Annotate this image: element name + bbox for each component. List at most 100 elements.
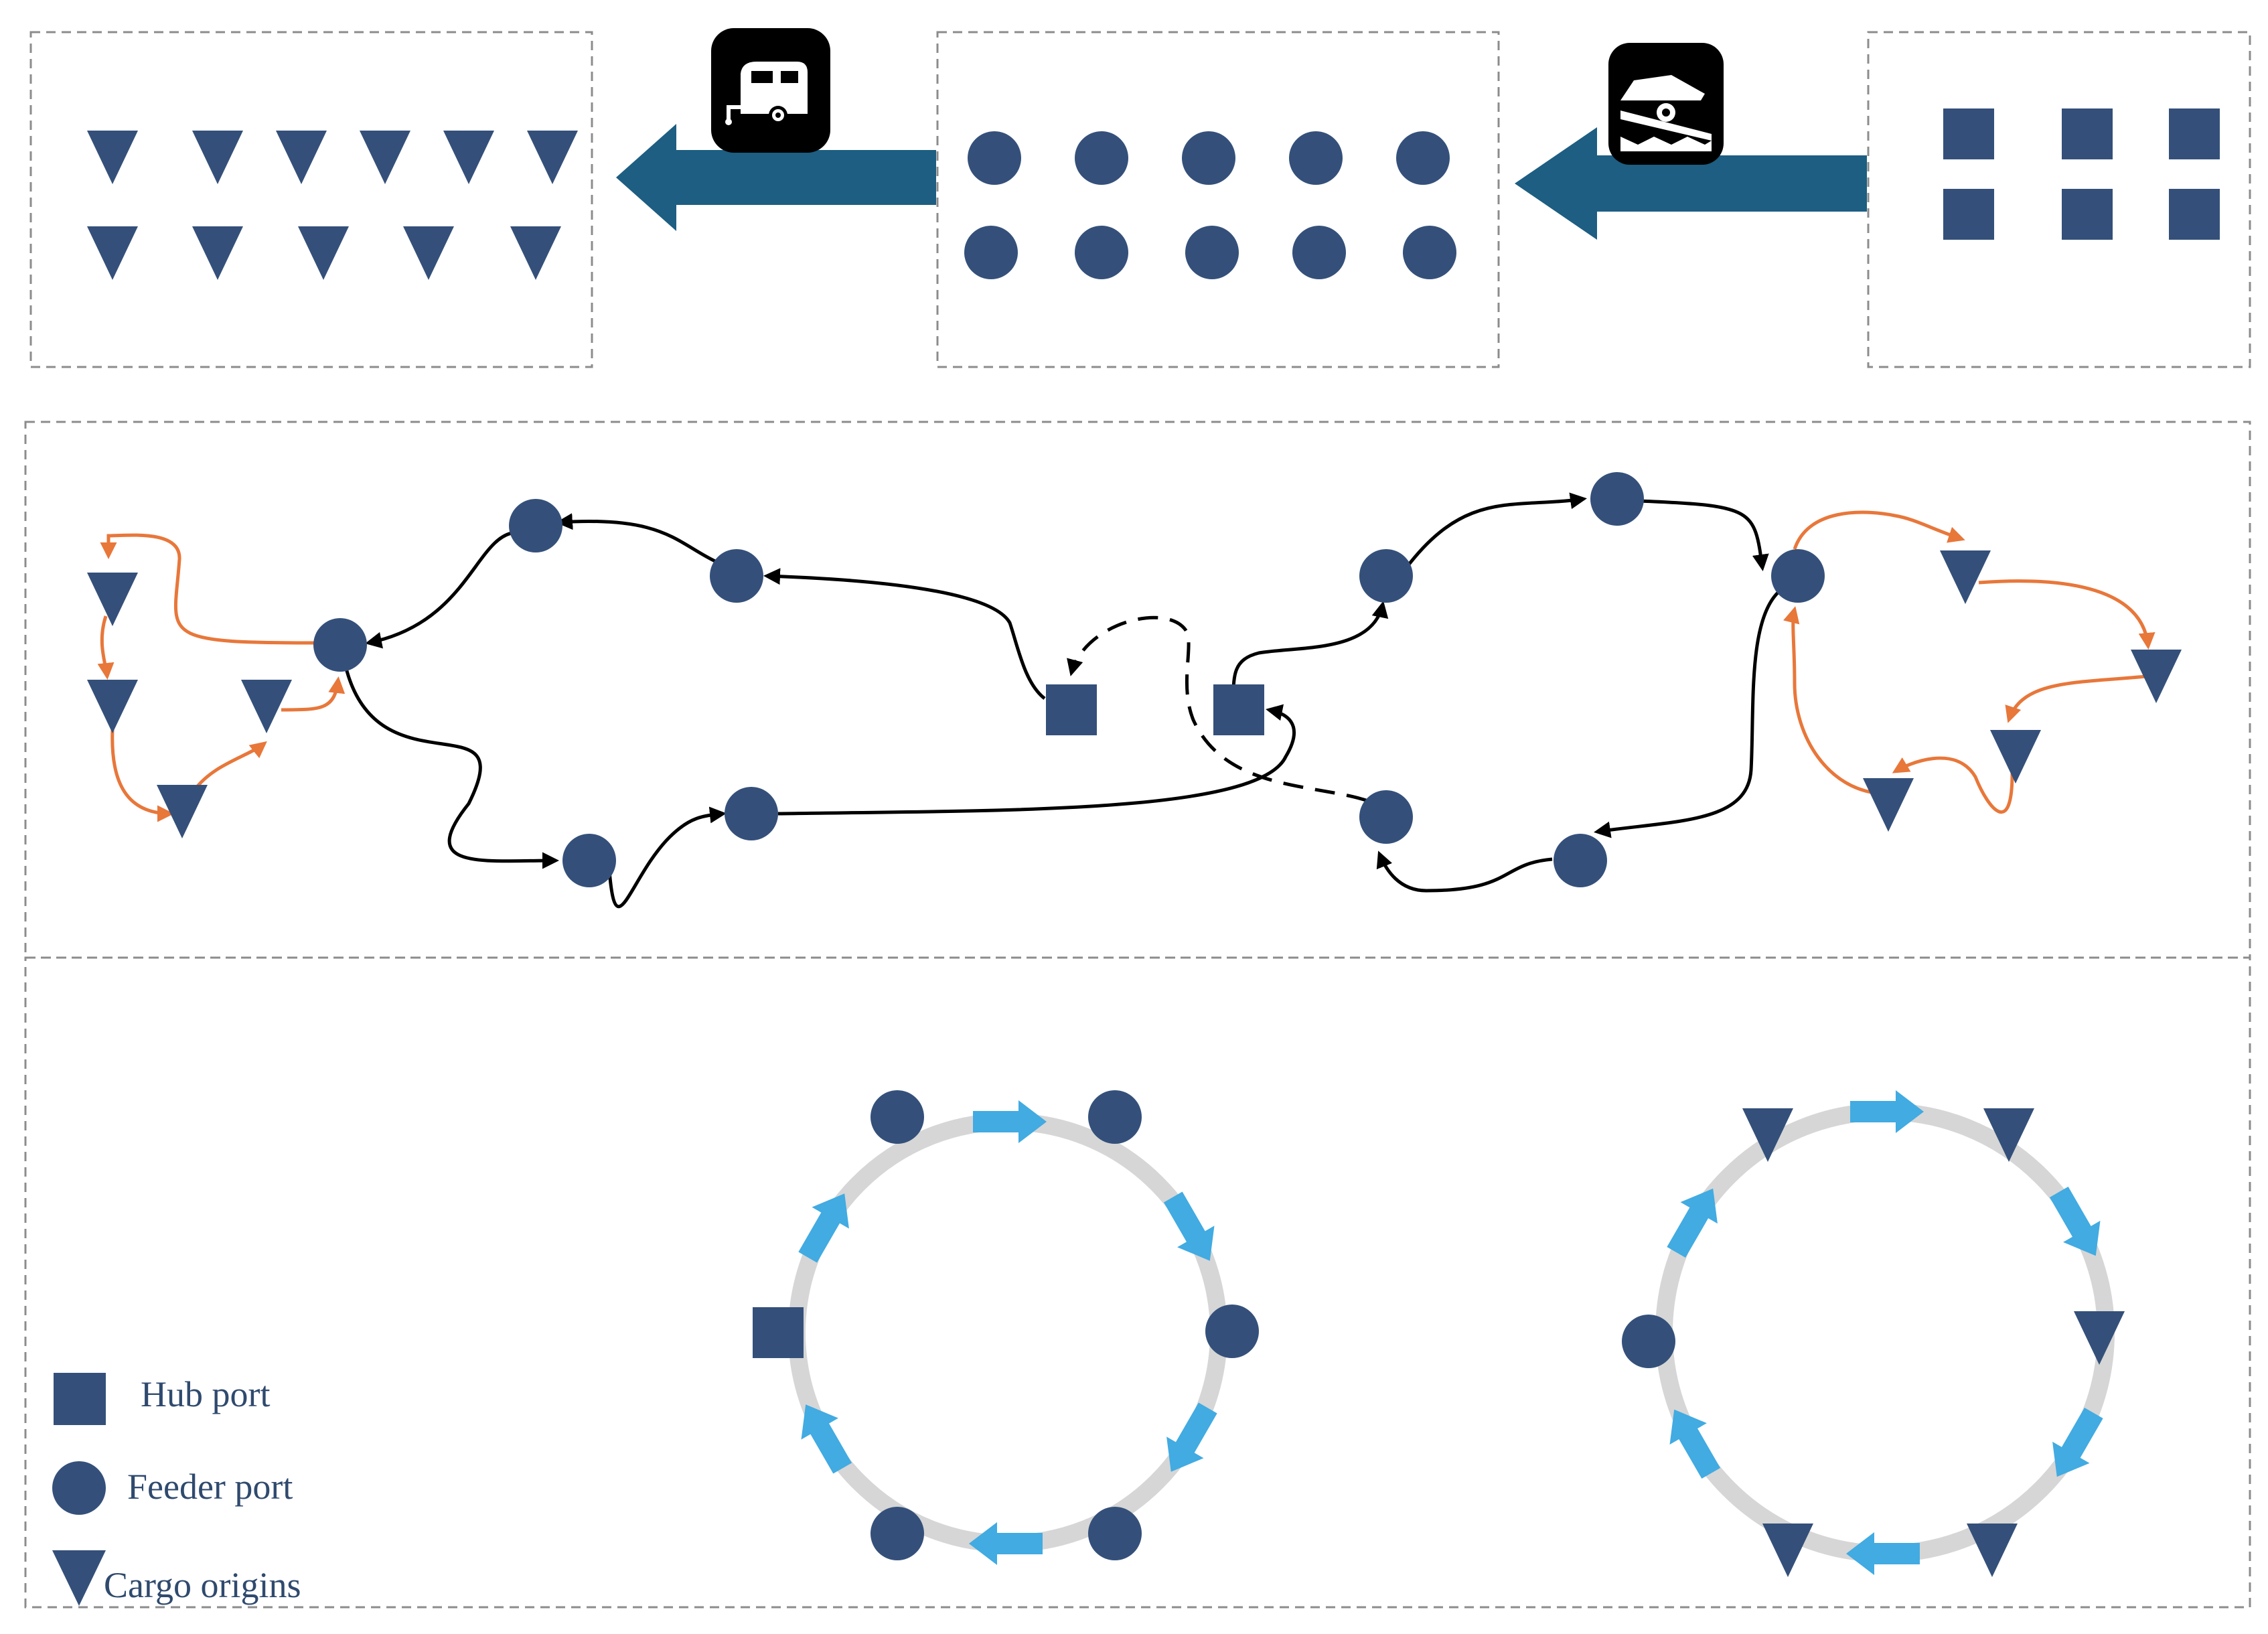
cargo-origin-marker [276, 131, 327, 184]
hub-port-marker [1943, 189, 1994, 240]
feeder-port [1359, 549, 1413, 603]
ring-direction-arrow-shape [801, 1404, 852, 1474]
route-edge [763, 568, 1046, 700]
feeder-port [710, 549, 763, 603]
feeder-port-marker [1075, 131, 1128, 185]
cargo-edge [193, 741, 267, 792]
cargo-origin [1983, 1108, 2034, 1162]
cargo-edge [110, 729, 174, 822]
route-edge [607, 806, 727, 909]
hub-ports-box [1867, 31, 2251, 368]
cargo-edge [1793, 510, 1965, 550]
hub-port-symbol [54, 1373, 106, 1425]
cargo-origin [1990, 730, 2041, 784]
hub-ports-group [1943, 108, 2220, 240]
hub-port-marker [2062, 108, 2113, 159]
ring-left [753, 1090, 1259, 1565]
cargo-edge [97, 615, 115, 680]
top-row [29, 28, 2251, 368]
legend-feeder-port-label: Feeder port [127, 1467, 293, 1507]
cargo-edge [281, 676, 346, 712]
cargo-origin-marker [298, 226, 349, 280]
ring-direction-arrow-shape [1166, 1402, 1217, 1472]
feeder-port-marker [1182, 131, 1235, 185]
feeder-port [509, 499, 562, 552]
ring-direction-arrow-shape [2049, 1186, 2101, 1256]
feeder-port-marker [968, 131, 1021, 185]
ring-direction-arrow-shape [798, 1193, 849, 1263]
feeder-port [1205, 1305, 1259, 1358]
cargo-edge [1978, 579, 2156, 650]
legend: Hub port Feeder port Cargo origins [52, 1373, 301, 1606]
cargo-origin [1762, 1524, 1813, 1577]
hub-port [1046, 684, 1097, 735]
cargo-origin [241, 680, 292, 733]
feeder-port [562, 834, 616, 887]
ring-direction-arrow [2049, 1186, 2101, 1256]
hub-port-marker [2169, 108, 2220, 159]
route-edge [1639, 499, 1769, 571]
ring-direction-arrow-shape [1163, 1191, 1215, 1261]
feeder-port-marker [1185, 226, 1239, 279]
dashed-route-edge [1067, 615, 1367, 802]
cargo-origin [87, 573, 138, 626]
cargo-origin-marker [403, 226, 454, 280]
cargo-origin [2074, 1311, 2125, 1365]
ring-direction-arrow [801, 1404, 852, 1474]
cargo-origin-marker [527, 131, 578, 184]
cargo-edge [1783, 606, 1882, 796]
cargo-origin-marker [192, 226, 243, 280]
route-edge [343, 662, 559, 869]
route-edge [365, 530, 516, 649]
cargo-origin-marker [192, 131, 243, 184]
network-box [24, 421, 2251, 959]
feeder-port [313, 618, 367, 672]
ring-direction-arrow [1166, 1402, 1217, 1472]
flow-arrow-left [616, 124, 936, 231]
ring-track [788, 1113, 1227, 1552]
cargo-origin-marker [443, 131, 494, 184]
ring-direction-arrow [1846, 1532, 1920, 1575]
ring-direction-arrow [1667, 1188, 1718, 1258]
feeder-port [871, 1090, 924, 1144]
feeder-port-marker [964, 226, 1018, 279]
ring-direction-arrow [1669, 1409, 1721, 1479]
cargo-edge [100, 533, 315, 645]
cargo-edge [2005, 674, 2147, 723]
hub-port [753, 1307, 804, 1358]
cargo-origin [1967, 1524, 2018, 1577]
ring-direction-arrow-shape [969, 1522, 1043, 1565]
ring-direction-arrow-shape [2052, 1407, 2103, 1477]
ring-direction-arrow [798, 1193, 849, 1263]
hub-port-marker [1943, 108, 1994, 159]
ring-track [1655, 1103, 2115, 1562]
cargo-origin [1742, 1108, 1793, 1162]
ring-direction-arrow-shape [1669, 1409, 1721, 1479]
cargo-origin-marker [87, 226, 138, 280]
feeder-port [871, 1507, 924, 1560]
legend-cargo-origins-label: Cargo origins [104, 1565, 301, 1605]
cargo-origin [87, 680, 138, 733]
cargo-origins-box [29, 31, 593, 368]
feeder-port-marker [1396, 131, 1450, 185]
rings-box [24, 956, 2251, 1609]
feeder-port-symbol [52, 1461, 106, 1515]
feeder-port [1771, 549, 1825, 603]
network-nodes [87, 472, 2182, 887]
feeder-port-marker [1292, 226, 1346, 279]
cargo-origin [1940, 550, 1991, 604]
route-edge [1376, 850, 1553, 893]
cargo-edge [1892, 756, 2014, 814]
route-edge [556, 513, 716, 563]
boat-launch-icon [1608, 43, 1724, 165]
cargo-origin-marker [87, 131, 138, 184]
ring-direction-arrow-shape [1667, 1188, 1718, 1258]
legend-hub-port-label: Hub port [141, 1374, 270, 1414]
cargo-origin [157, 785, 208, 838]
cargo-origin [1863, 778, 1914, 832]
feeder-ports-group [964, 131, 1456, 279]
feeder-port [1088, 1090, 1142, 1144]
network-edges [97, 492, 2156, 909]
route-edge [1405, 492, 1587, 569]
feeder-port [1622, 1315, 1675, 1368]
